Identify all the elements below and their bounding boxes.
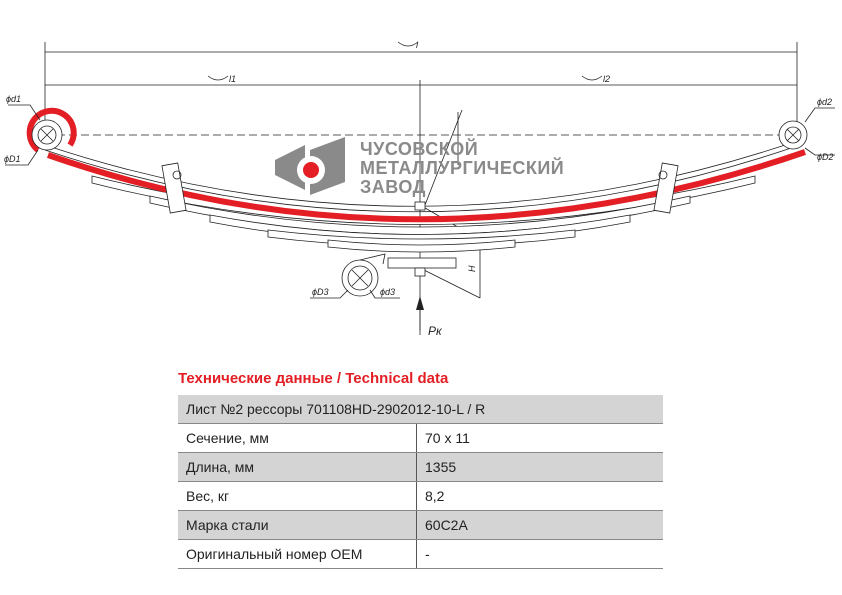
label-d2: ϕd2 [817, 97, 832, 107]
row-value: 1355 [416, 452, 663, 482]
label-d1: ϕd1 [6, 94, 21, 104]
dim-H: H [467, 265, 477, 272]
dim-l1: l1 [229, 74, 236, 84]
logo-line-2: МЕТАЛЛУРГИЧЕСКИЙ [360, 158, 565, 178]
section-title: Технические данные / Technical data [178, 370, 449, 387]
label-Pk: Pк [428, 324, 443, 338]
label-d3: ϕd3 [380, 287, 395, 297]
dim-l2: l2 [603, 74, 610, 84]
row-value: 70 х 11 [416, 423, 663, 453]
row-label: Длина, мм [178, 452, 417, 482]
row-value: 60С2А [416, 510, 663, 540]
row-value: - [416, 539, 663, 569]
table-row: Оригинальный номер OEM- [178, 539, 663, 569]
leaf-spring-drawing: l l1 l2 ϕd1 ϕD1 ϕd2 ϕD2 ϕD3 ϕd3 H Pк [4, 40, 835, 338]
logo-icon [275, 137, 345, 195]
technical-data-table: Лист №2 рессоры 701108HD-2902012-10-L / … [178, 395, 663, 569]
label-D3: ϕD3 [312, 287, 329, 297]
logo-line-1: ЧУСОВСКОЙ [360, 139, 479, 159]
row-label: Вес, кг [178, 481, 417, 511]
logo-line-3: ЗАВОД [360, 177, 426, 197]
company-logo-text: ЧУСОВСКОЙ МЕТАЛЛУРГИЧЕСКИЙ ЗАВОД [360, 140, 564, 197]
table-header: Лист №2 рессоры 701108HD-2902012-10-L / … [178, 395, 663, 424]
label-D2: ϕD2 [817, 152, 834, 162]
row-label: Сечение, мм [178, 423, 417, 453]
label-D1: ϕD1 [4, 154, 21, 164]
row-label: Оригинальный номер OEM [178, 539, 417, 569]
dim-l: l [416, 40, 419, 50]
row-label: Марка стали [178, 510, 417, 540]
row-value: 8,2 [416, 481, 663, 511]
